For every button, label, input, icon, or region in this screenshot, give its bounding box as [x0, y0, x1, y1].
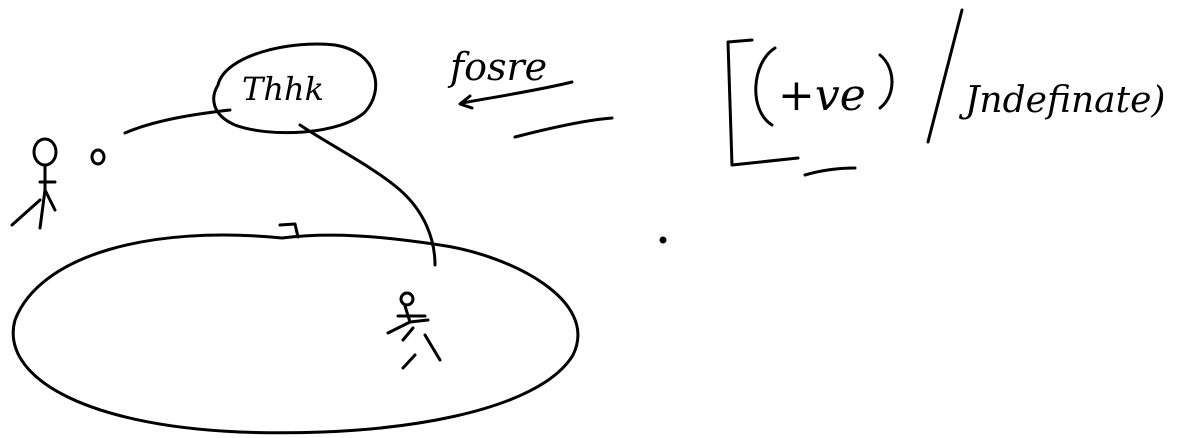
ellipse-top-tick	[280, 224, 298, 237]
open-paren	[756, 48, 775, 125]
ink-dot	[660, 237, 667, 244]
force-underline	[515, 118, 612, 137]
close-paren	[880, 55, 892, 108]
force-label: fosre	[447, 45, 547, 89]
ve-label: +ve	[778, 70, 866, 121]
think-label: Thhk	[242, 70, 324, 108]
running-figure	[388, 293, 440, 368]
ve-underline	[805, 168, 855, 175]
indefinite-label: Jndefinate)	[958, 80, 1165, 121]
stick-figure-outside	[12, 139, 56, 228]
large-ellipse	[13, 235, 578, 433]
connector-left-curve	[125, 110, 230, 133]
small-circle	[92, 150, 104, 164]
connector-down-curve	[300, 125, 435, 265]
slash	[928, 10, 962, 142]
